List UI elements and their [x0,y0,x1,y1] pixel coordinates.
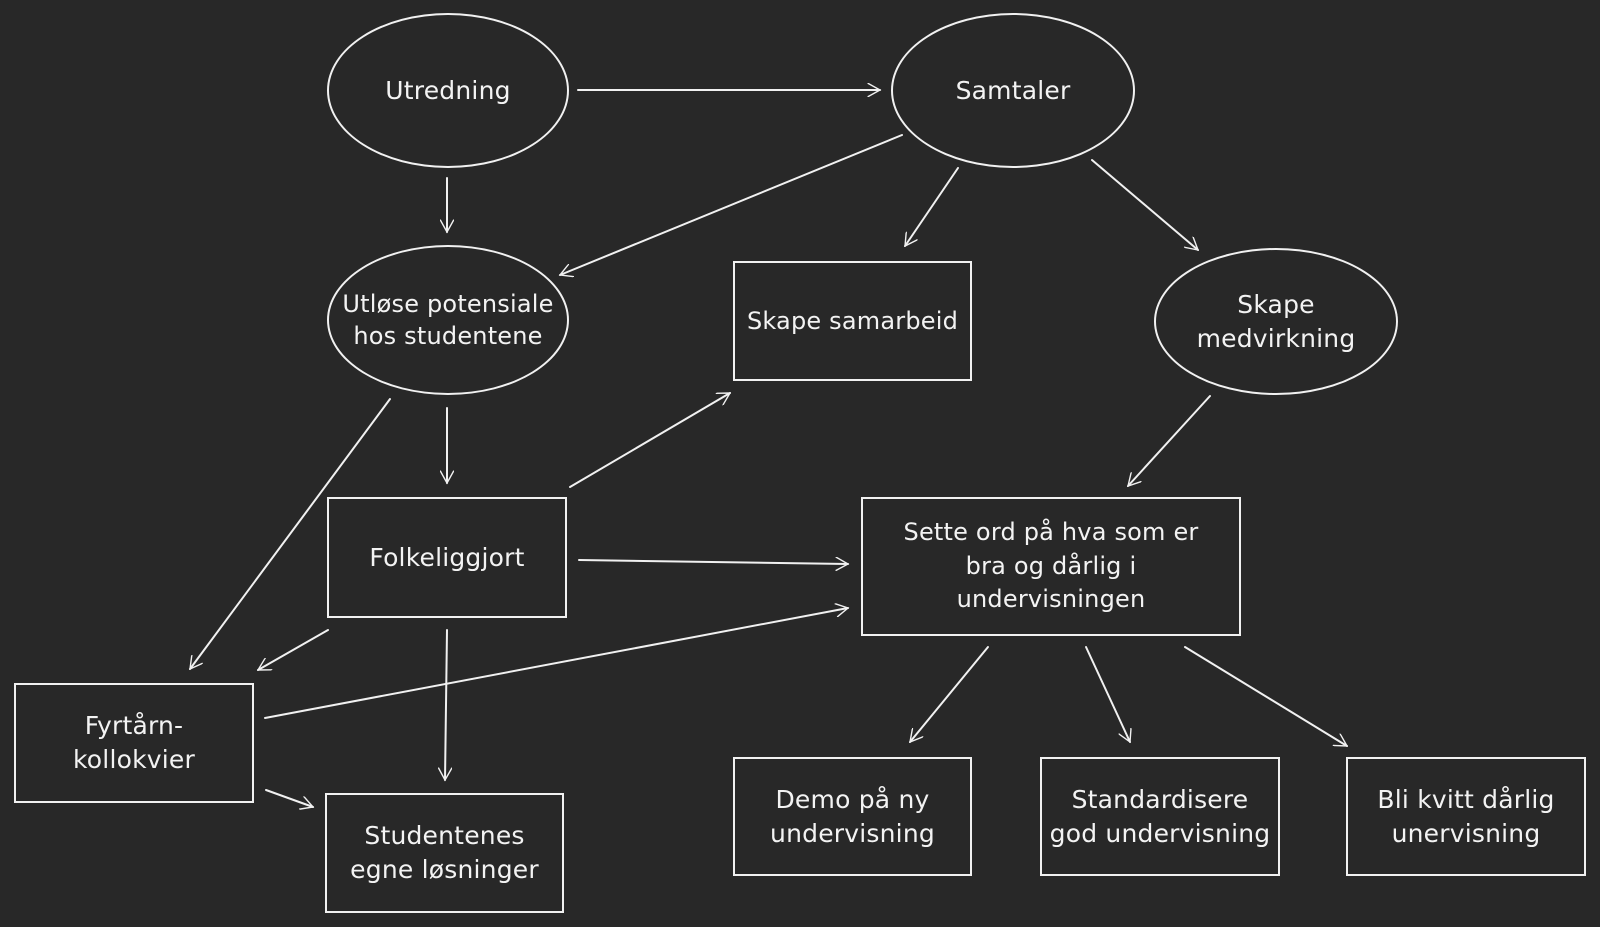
edge-samtaler-skape-samarbeid [904,167,959,246]
node-skape-medvirkning: Skape medvirkning [1154,248,1398,395]
node-utredning: Utredning [327,13,569,168]
edge-sette-ord-standardisere [1085,646,1130,742]
edge-utlose-fyrtarn [189,398,391,669]
node-fyrtarn-kollokvier-label: Fyrtårn- kollokvier [73,711,195,774]
node-skape-samarbeid-label: Skape samarbeid [746,306,959,335]
node-utredning-label: Utredning [385,75,511,105]
edge-folkeliggjort-sette-ord [578,560,848,564]
node-demo-label: Demo på ny undervisning [770,784,935,848]
node-samtaler: Samtaler [891,13,1135,168]
node-standardisere: Standardisere god undervisning [1040,757,1280,876]
node-folkeliggjort: Folkeliggjort [327,497,567,618]
node-utlose-potensiale-label: Utløse potensiale hos studentene [342,289,554,350]
node-studentenes-losninger: Studentenes egne løsninger [325,793,564,913]
node-sette-ord-label: Sette ord på hva som er bra og dårlig i … [903,518,1199,614]
edge-fyrtarn-sette-ord [264,608,848,719]
node-bli-kvitt: Bli kvitt dårlig unervisning [1346,757,1586,876]
node-folkeliggjort-label: Folkeliggjort [369,542,525,572]
node-studentenes-losninger-label: Studentenes egne løsninger [350,821,539,884]
edge-folkeliggjort-studentenes [445,629,447,780]
edge-folkeliggjort-skape-samarbeid [569,392,730,488]
node-fyrtarn-kollokvier: Fyrtårn- kollokvier [14,683,254,803]
node-samtaler-label: Samtaler [955,75,1071,105]
edge-fyrtarn-studentenes [265,789,313,807]
edge-samtaler-utlose [560,134,903,275]
edge-sette-ord-demo [909,646,989,742]
node-utlose-potensiale: Utløse potensiale hos studentene [327,245,569,395]
edge-folkeliggjort-fyrtarn [258,629,329,671]
node-sette-ord: Sette ord på hva som er bra og dårlig i … [861,497,1241,636]
node-skape-medvirkning-label: Skape medvirkning [1196,289,1356,353]
node-standardisere-label: Standardisere god undervisning [1049,784,1271,848]
edge-sette-ord-bli-kvitt [1184,646,1347,747]
edge-samtaler-skape-medvirkning [1091,159,1198,251]
edge-medvirkning-sette-ord [1127,395,1211,486]
node-bli-kvitt-label: Bli kvitt dårlig unervisning [1377,784,1555,848]
node-demo: Demo på ny undervisning [733,757,972,876]
node-skape-samarbeid: Skape samarbeid [733,261,972,381]
